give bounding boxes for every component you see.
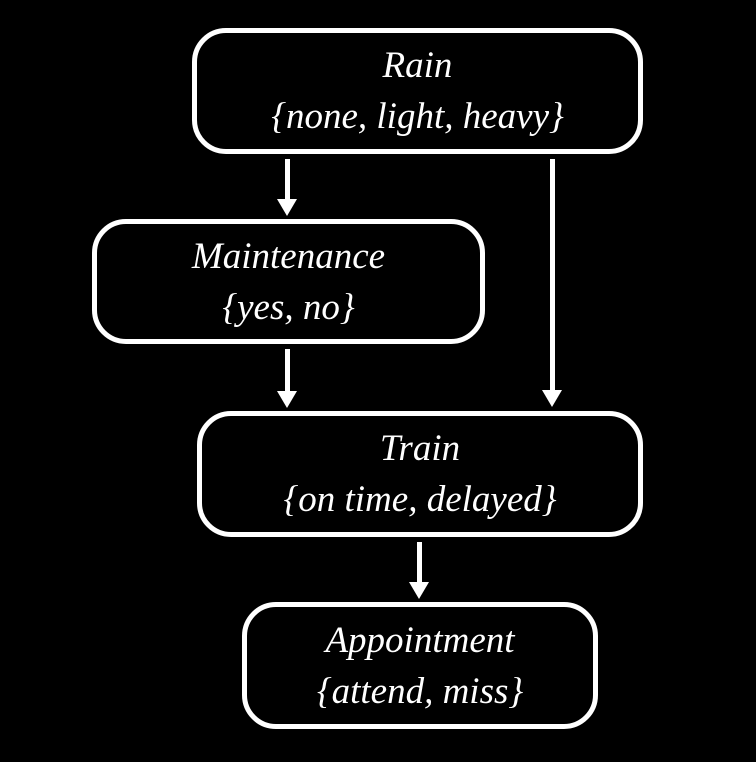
arrow-shaft [284,159,290,199]
node-train-label: Train [379,428,461,469]
arrow-shaft [416,542,422,582]
edge-rain-to-train-arrow [542,159,562,407]
arrowhead-down-icon [277,391,297,408]
node-appointment-label: Appointment [325,619,515,661]
node-train-domain: {on time, delayed} [283,479,557,520]
arrowhead-down-icon [542,390,562,407]
arrow-shaft [549,159,555,390]
node-rain-domain: {none, light, heavy} [271,96,564,137]
arrowhead-down-icon [277,199,297,216]
edge-train-to-appointment-arrow [409,542,429,599]
edge-maintenance-to-train-arrow [277,349,297,408]
node-train: Train {on time, delayed} [197,411,643,537]
arrow-shaft [284,349,290,391]
node-maintenance-label: Maintenance [191,235,386,277]
edge-rain-to-maintenance-arrow [277,159,297,216]
node-appointment: Appointment {attend, miss} [242,602,598,729]
node-maintenance-domain: {yes, no} [222,286,355,328]
node-rain-label: Rain [382,45,453,86]
arrowhead-down-icon [409,582,429,599]
node-rain: Rain {none, light, heavy} [192,28,643,154]
node-appointment-domain: {attend, miss} [316,670,524,712]
node-maintenance: Maintenance {yes, no} [92,219,485,344]
